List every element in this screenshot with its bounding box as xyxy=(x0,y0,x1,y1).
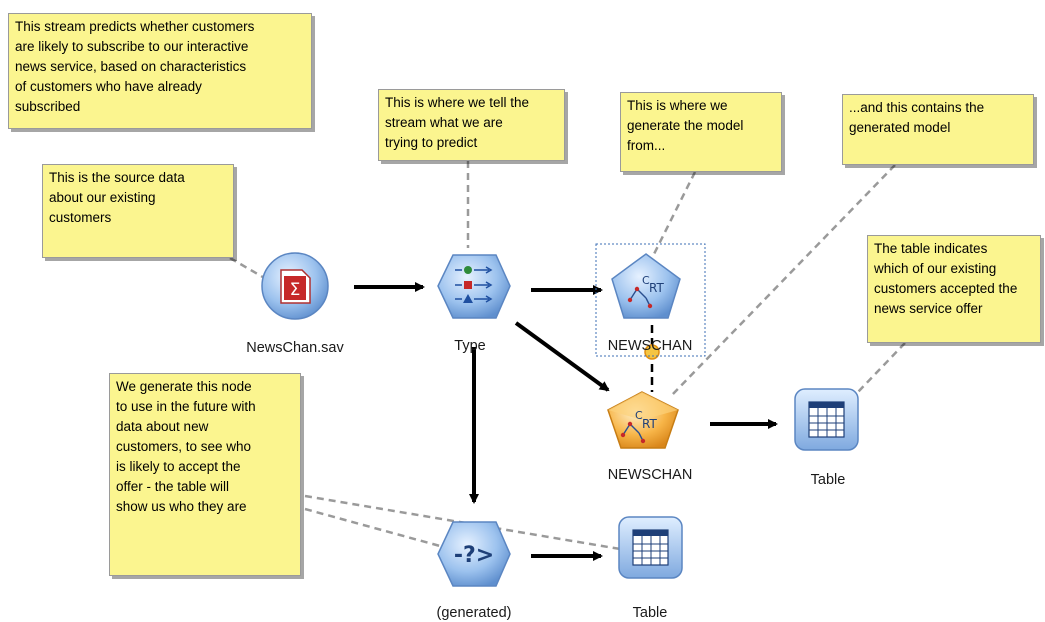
generated-node[interactable]: -?> xyxy=(437,521,511,587)
triangle-marker-icon xyxy=(463,294,473,303)
sigma-glyph: Σ xyxy=(290,280,301,300)
connector-nugget-note xyxy=(671,164,896,396)
comment-type[interactable]: This is where we tell the stream what we… xyxy=(378,89,565,161)
type-node[interactable] xyxy=(437,254,511,319)
source-node-label: NewsChan.sav xyxy=(246,340,344,356)
comment-table[interactable]: The table indicates which of our existin… xyxy=(867,235,1041,343)
model-builder-icon[interactable] xyxy=(611,253,681,319)
connector-model-note xyxy=(648,171,697,263)
model-builder-label: NEWSCHAN xyxy=(607,338,693,354)
table-bottom-node[interactable] xyxy=(618,516,683,579)
square-marker-icon xyxy=(464,281,472,289)
crt-c-glyph: C xyxy=(642,274,650,287)
model-nugget-label: NEWSCHAN xyxy=(607,467,693,483)
nugget-tree-node-3 xyxy=(640,438,646,444)
table-bottom-label: Table xyxy=(632,605,668,621)
flow-arrows xyxy=(354,282,778,561)
nugget-rt-glyph: RT xyxy=(642,417,657,431)
tree-node-3 xyxy=(647,303,653,309)
type-row-arrowheads xyxy=(485,266,493,303)
tree-node-2 xyxy=(627,297,633,303)
connector-source-note xyxy=(229,256,269,282)
model-builder-node[interactable]: C RT xyxy=(595,243,706,357)
nugget-c-glyph: C xyxy=(635,409,643,422)
nugget-facet xyxy=(608,392,678,420)
selection-box xyxy=(595,243,706,357)
crt-rt-glyph: RT xyxy=(649,281,664,295)
comment-generated[interactable]: We generate this node to use in the futu… xyxy=(109,373,301,576)
comment-nugget[interactable]: ...and this contains the generated model xyxy=(842,94,1034,165)
type-node-icon[interactable] xyxy=(437,254,511,319)
table-right-node[interactable] xyxy=(794,388,859,451)
nugget-tree-node-2 xyxy=(620,432,626,438)
sigma-badge xyxy=(284,276,306,300)
generated-node-label: (generated) xyxy=(436,605,512,621)
connector-generated-note-b xyxy=(304,507,441,548)
arrow-type-nugget xyxy=(514,321,610,392)
tree-node-1 xyxy=(634,286,640,292)
comment-source[interactable]: This is the source data about our existi… xyxy=(42,164,234,258)
type-node-label: Type xyxy=(454,338,486,354)
circle-marker-icon xyxy=(464,266,472,274)
model-nugget-node[interactable]: C RT xyxy=(607,391,679,449)
query-arrow-glyph: -?> xyxy=(454,543,494,568)
nugget-tree-node-1 xyxy=(627,421,633,427)
connector-table-note xyxy=(857,342,906,393)
table-right-label: Table xyxy=(810,472,846,488)
comment-stream-purpose[interactable]: This stream predicts whether customers a… xyxy=(8,13,312,129)
generated-node-icon[interactable] xyxy=(437,521,511,587)
comment-model[interactable]: This is where we generate the model from… xyxy=(620,92,782,172)
source-node[interactable]: Σ xyxy=(261,252,329,320)
